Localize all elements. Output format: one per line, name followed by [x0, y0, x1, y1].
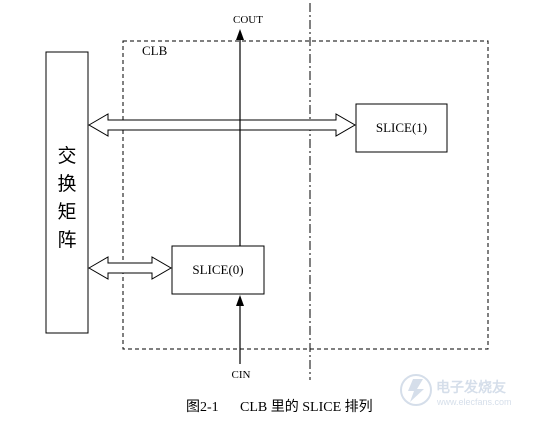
- matrix-to-slice1-arrow: [88, 113, 356, 137]
- switch-matrix-char-4: 阵: [57, 229, 76, 251]
- switch-matrix-block: [45, 51, 89, 334]
- clb-boundary: [122, 40, 489, 350]
- slice0-label: SLICE(0): [192, 262, 243, 277]
- clb-label: CLB: [142, 43, 168, 58]
- cin-label: CIN: [232, 369, 251, 381]
- matrix-to-slice0-arrow: [88, 256, 172, 280]
- figure-number: 图2-1: [186, 400, 219, 415]
- watermark-logo: 电子发烧友 www.elecfans.com: [400, 374, 512, 407]
- figure-caption: CLB 里的 SLICE 排列: [240, 399, 373, 415]
- switch-matrix-char-3: 矩: [57, 201, 76, 223]
- watermark-url: www.elecfans.com: [436, 397, 512, 407]
- slice0-block: [171, 245, 265, 295]
- switch-matrix-char-1: 交: [57, 145, 76, 167]
- watermark-name: 电子发烧友: [436, 379, 506, 395]
- switch-matrix-char-2: 换: [57, 173, 76, 195]
- cout-arrowhead: [236, 29, 244, 40]
- watermark-bolt-icon: [408, 379, 424, 402]
- cin-arrowhead: [236, 295, 244, 306]
- watermark-emblem-icon: [400, 374, 432, 406]
- slice1-label: SLICE(1): [376, 120, 427, 135]
- cout-label: COUT: [233, 14, 263, 26]
- slice1-block: [355, 103, 448, 153]
